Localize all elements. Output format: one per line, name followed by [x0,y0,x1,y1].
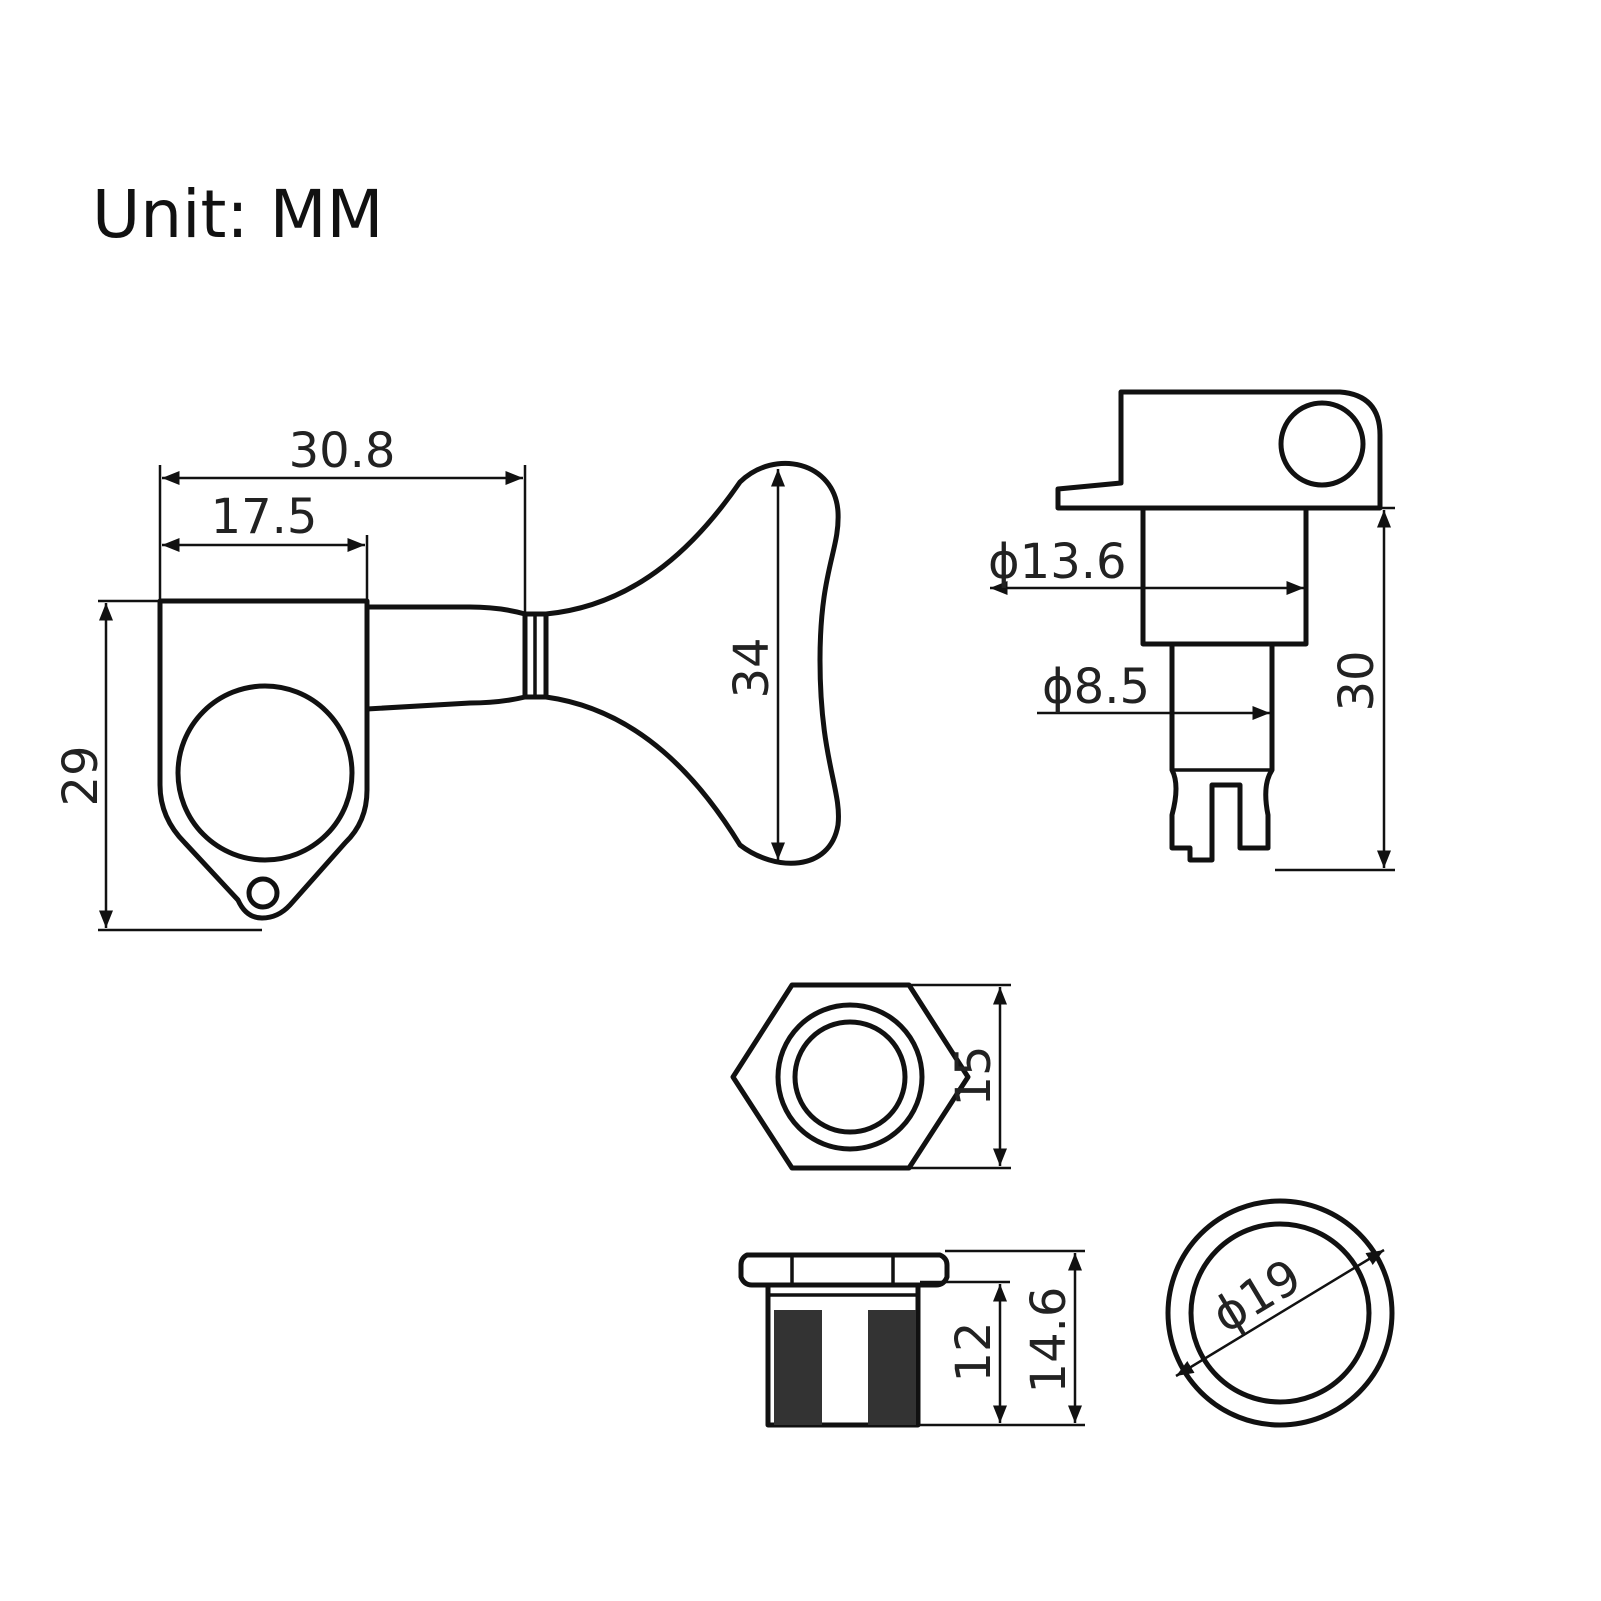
bushing-flange [738,1252,950,1288]
dim-total-length: 30.8 [289,423,396,479]
dim-button-height: 34 [724,637,780,698]
mounting-hole [246,876,280,910]
hex-nut-hole [792,1019,908,1135]
dim-post-offset: 17.5 [211,489,318,545]
side-gear-circle [1278,400,1366,488]
dim-line-bushing-outer-diameter [1175,1248,1385,1378]
bushing-side-view: 12 14.6 [738,1249,1085,1428]
dim-total-height: 14.6 [1021,1287,1077,1394]
tuner-key-button [543,460,841,866]
dim-thread-height: 12 [946,1321,1002,1382]
bushing-top-view: ϕ19 [1165,1198,1395,1428]
bushing-thread-right [868,1310,916,1425]
dim-post-diameter: ϕ8.5 [1042,659,1150,715]
dim-housing-height: 29 [53,745,109,806]
side-view: ϕ13.6 ϕ8.5 30 [988,389,1395,872]
hex-nut-view: 15 [730,982,1011,1171]
side-bushing [1140,505,1309,647]
dim-side-height: 30 [1329,650,1385,711]
front-view: 30.8 17.5 29 34 [53,423,841,932]
tuner-shaft [364,604,528,712]
side-post [1169,641,1275,863]
bushing-thread-left [774,1310,822,1425]
dim-bushing-diameter: ϕ13.6 [988,534,1127,590]
dim-nut-width: 15 [946,1045,1002,1106]
tuner-gear-circle [175,683,355,863]
page-title: Unit: MM [92,176,384,253]
